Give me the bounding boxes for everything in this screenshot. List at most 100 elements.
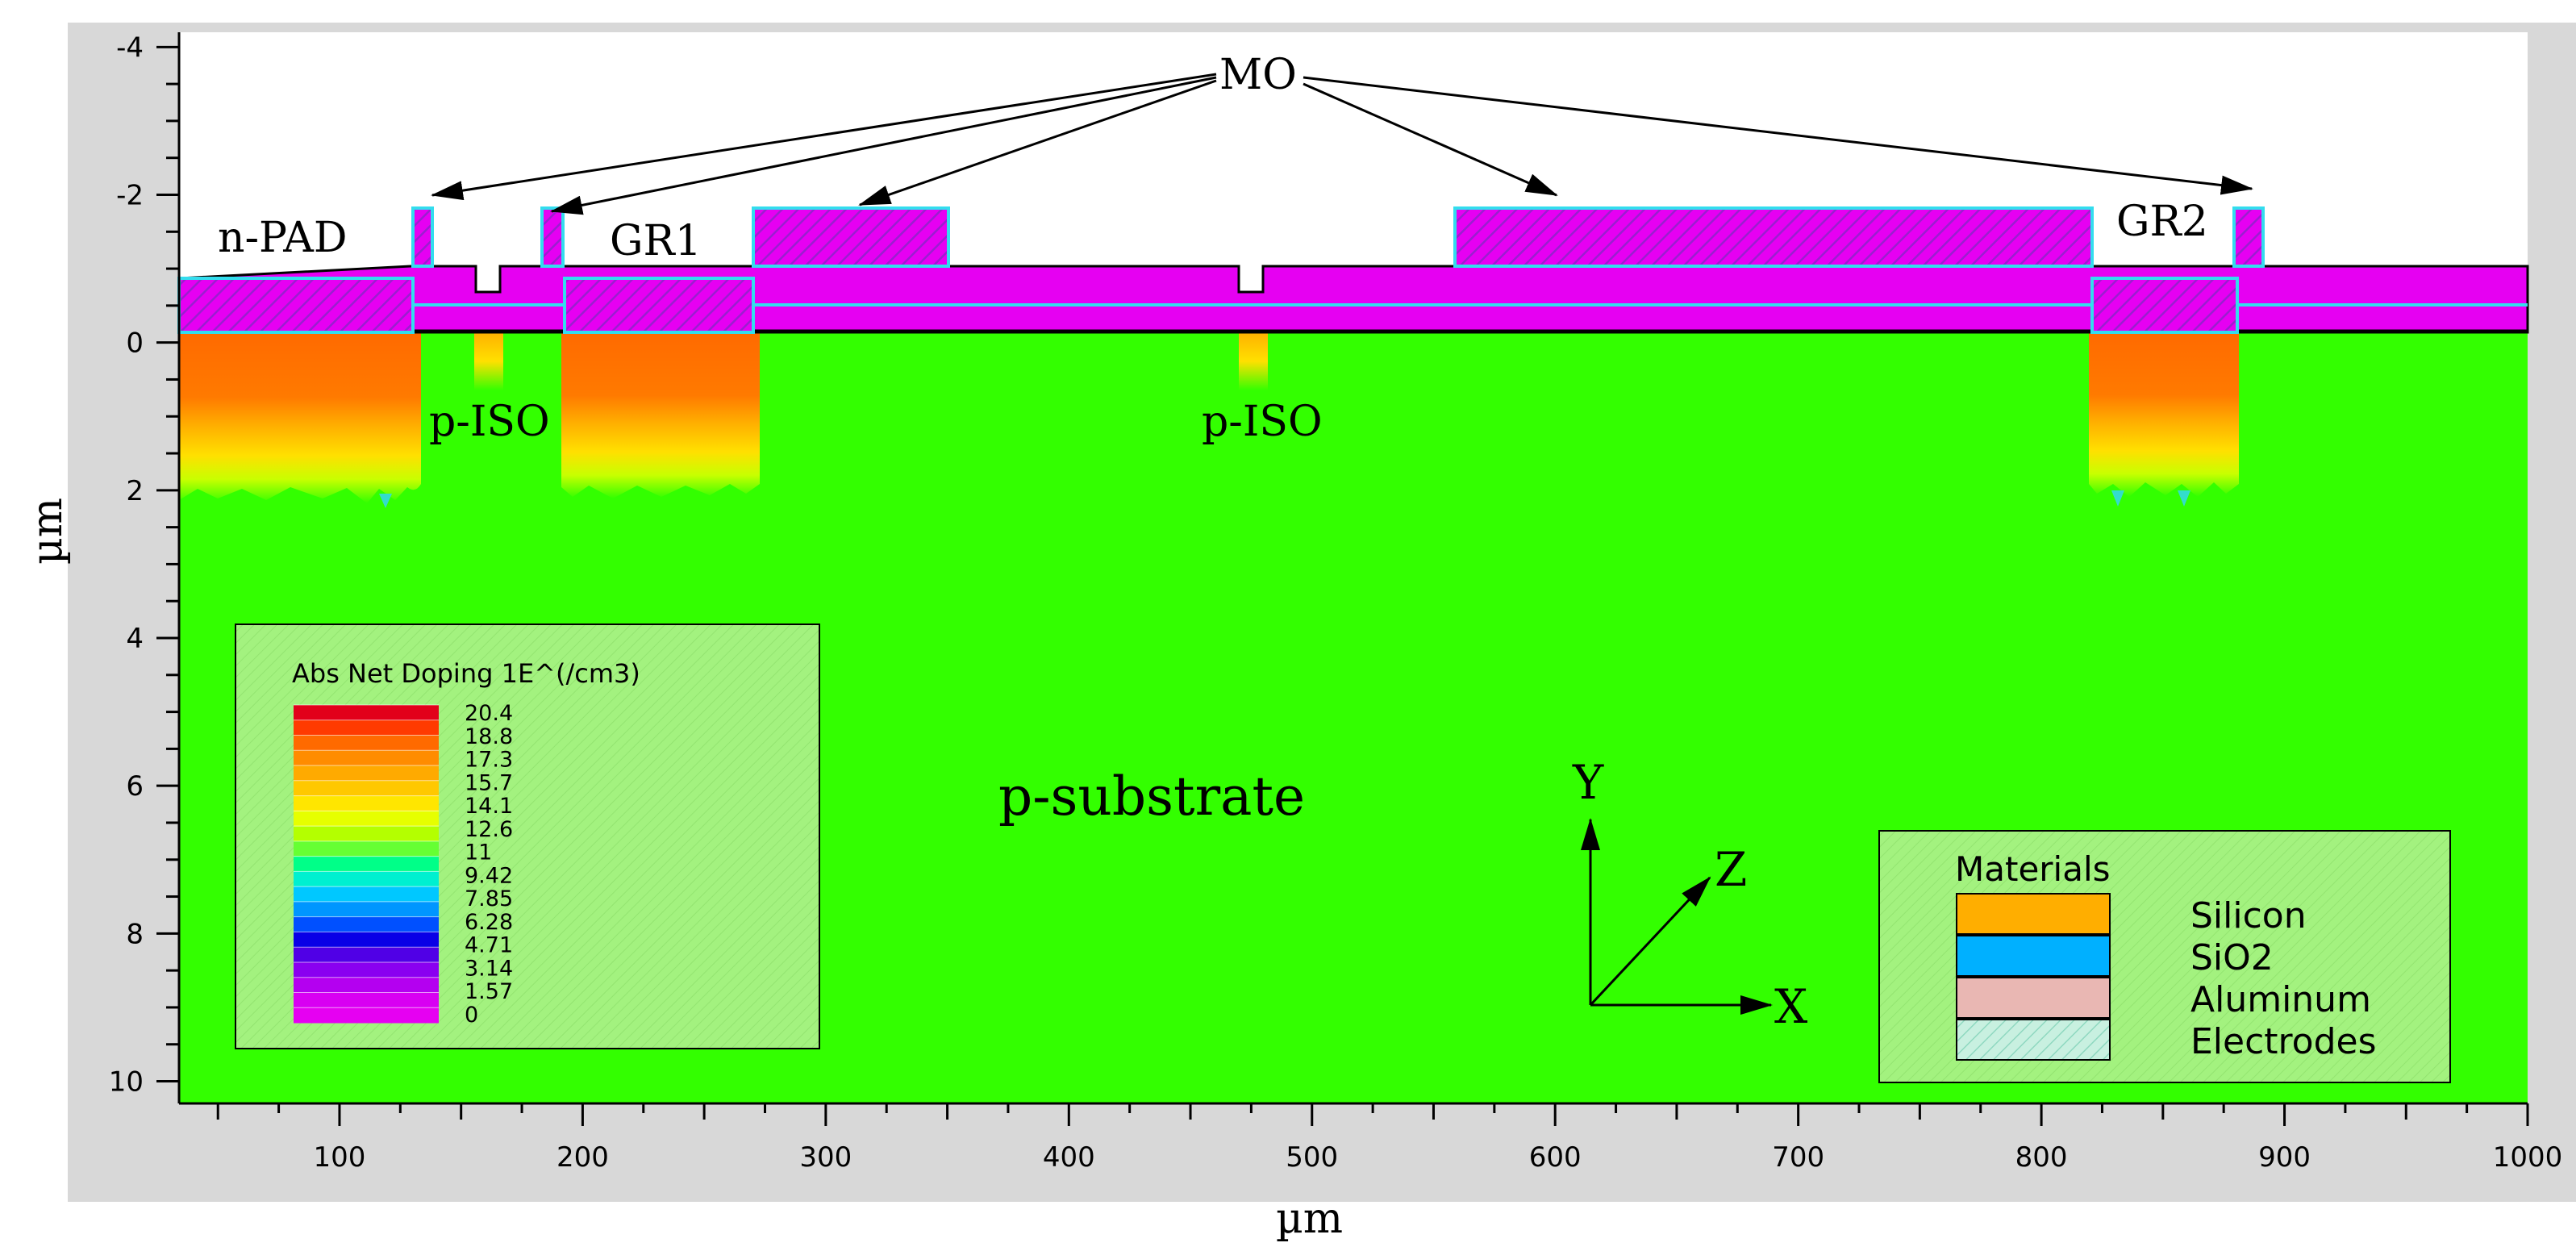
y-tick-label: 0 <box>126 327 144 360</box>
x-axis-unit: µm <box>1276 1195 1343 1243</box>
doping-legend-title: Abs Net Doping 1E^(/cm3) <box>292 658 640 689</box>
metal-electrodes <box>177 206 2265 334</box>
colorbar-band <box>294 705 439 721</box>
x-tick-label: 300 <box>799 1141 852 1174</box>
colorbar-band <box>294 886 439 903</box>
material-name: Aluminum <box>2190 979 2371 1020</box>
colorbar-band <box>294 765 439 782</box>
doping-level-label: 11 <box>465 840 492 865</box>
colorbar-band <box>294 901 439 918</box>
colorbar-band <box>294 795 439 811</box>
n-pad-label: n-PAD <box>218 214 348 262</box>
x-tick-label: 100 <box>314 1141 366 1174</box>
doping-level-label: 7.85 <box>465 886 513 911</box>
gr1-implant <box>561 332 760 498</box>
gr1-finger <box>540 206 565 268</box>
doping-level-label: 3.14 <box>465 956 513 981</box>
x-tick-label: 800 <box>2015 1141 2068 1174</box>
y-tick-label: 6 <box>126 770 144 803</box>
material-swatch <box>1956 1019 2111 1061</box>
doping-level-label: 6.28 <box>465 910 513 935</box>
colorbar-band <box>294 811 439 827</box>
doping-level-label: 20.4 <box>465 701 513 726</box>
doping-level-label: 0 <box>465 1003 478 1028</box>
gr2-metal <box>2090 277 2239 334</box>
mo-arrow-gr1 <box>550 76 1217 215</box>
implant-tail <box>2111 490 2190 507</box>
x-tick-label: 200 <box>556 1141 609 1174</box>
triad-x-label: X <box>1774 979 1808 1034</box>
colorbar-band <box>294 840 439 857</box>
y-tick-label: 4 <box>126 623 144 655</box>
colorbar-band <box>294 932 439 948</box>
field-plate-center <box>1453 206 2094 268</box>
colorbar-band <box>294 947 439 963</box>
x-tick-label: 1000 <box>2493 1141 2563 1174</box>
structure-labels: MO n-PAD GR1 GR2 p-ISO p-ISO p-substrate <box>218 51 2208 828</box>
gr2-label: GR2 <box>2116 198 2208 246</box>
doping-level-label: 17.3 <box>465 748 513 773</box>
y-tick-label: 8 <box>126 918 144 950</box>
colorbar-band <box>294 871 439 887</box>
colorbar-band <box>294 735 439 751</box>
material-name: Electrodes <box>2190 1021 2377 1062</box>
triad-z-label: Z <box>1715 842 1747 897</box>
y-tick-label: -4 <box>116 31 144 64</box>
colorbar-band <box>294 992 439 1008</box>
mo-label: MO <box>1219 51 1297 99</box>
material-swatch <box>1956 977 2111 1019</box>
p-iso-implant-1 <box>474 332 503 390</box>
y-tick-label: -2 <box>116 179 144 211</box>
y-axis: -4 -2 0 2 4 6 8 10 <box>109 31 179 1099</box>
x-tick-label: 600 <box>1529 1141 1582 1174</box>
doping-level-label: 12.6 <box>465 817 513 842</box>
x-tick-label: 500 <box>1286 1141 1338 1174</box>
gr1-field-plate <box>752 206 950 268</box>
triad-y-label: Y <box>1572 755 1604 810</box>
colorbar-band <box>294 750 439 766</box>
colorbar-band <box>294 961 439 978</box>
gr1-label: GR1 <box>610 217 702 265</box>
doping-level-label: 9.42 <box>465 863 513 888</box>
x-tick-label: 700 <box>1772 1141 1824 1174</box>
gr2-finger <box>2232 206 2265 268</box>
n-pad-metal <box>177 277 415 334</box>
material-swatch <box>1956 935 2111 977</box>
material-name: SiO2 <box>2190 937 2274 978</box>
doping-level-label: 14.1 <box>465 794 513 819</box>
doping-level-labels: 20.418.817.315.714.112.6119.427.856.284.… <box>465 701 513 1028</box>
doping-level-label: 4.71 <box>465 933 513 958</box>
axis-triad <box>1581 818 1773 1015</box>
colorbar-band <box>294 916 439 932</box>
x-tick-label: 900 <box>2258 1141 2311 1174</box>
y-tick-label: 2 <box>126 475 144 507</box>
colorbar-band <box>294 1007 439 1024</box>
colorbar-band <box>294 780 439 797</box>
triad-z-axis <box>1589 876 1711 1007</box>
doping-level-label: 15.7 <box>465 770 513 795</box>
mo-arrow-field-plate-2 <box>1303 82 1558 197</box>
p-iso-label-1: p-ISO <box>429 398 550 446</box>
mo-arrow-gr2 <box>1303 76 2253 195</box>
colorbar-band <box>294 826 439 842</box>
gr1-metal <box>563 277 755 334</box>
doping-level-label: 1.57 <box>465 979 513 1004</box>
colorbar-band <box>294 856 439 872</box>
mo-arrow-n-pad <box>431 73 1217 201</box>
doping-level-label: 18.8 <box>465 724 513 749</box>
p-iso-implant-2 <box>1239 332 1268 390</box>
y-tick-label: 10 <box>109 1066 144 1099</box>
colorbar-band <box>294 977 439 993</box>
doping-colorbar <box>294 704 439 1024</box>
implant-regions <box>179 0 2239 508</box>
p-iso-label-2: p-ISO <box>1202 398 1323 446</box>
gr2-implant <box>2089 332 2239 497</box>
material-name: Silicon <box>2190 895 2307 936</box>
n-pad-finger <box>411 206 434 268</box>
y-axis-unit: µm <box>23 498 72 565</box>
substrate-label: p-substrate <box>998 765 1305 828</box>
